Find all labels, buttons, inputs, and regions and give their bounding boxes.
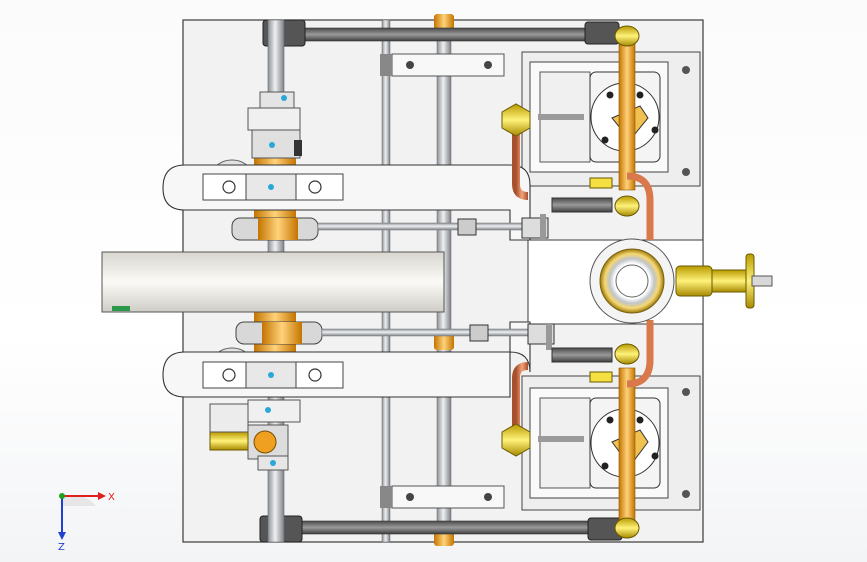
valve-link[interactable] [551, 197, 613, 213]
pipe-nut [501, 423, 531, 457]
lower-hub [253, 430, 277, 454]
bolt-hole [484, 493, 492, 501]
valve-link[interactable] [589, 177, 613, 189]
head-bolt [606, 91, 614, 99]
pipe-fitting [614, 517, 640, 539]
bolt-hole [308, 180, 322, 194]
link-end-block[interactable] [584, 21, 620, 45]
collar-block[interactable] [247, 399, 301, 423]
valve-spindle [538, 114, 584, 120]
z-axis-arrow [58, 532, 66, 540]
eccentric-rod-upper[interactable] [317, 222, 545, 231]
yellow-clamp[interactable] [209, 431, 249, 451]
bolt-hole [222, 368, 236, 382]
flywheel[interactable] [101, 251, 445, 313]
eccentric-lower-brass [262, 322, 302, 344]
bearing-block-cap [380, 54, 392, 76]
throttle-spindle [751, 275, 773, 287]
valve-spindle [538, 436, 584, 442]
valve-link[interactable] [589, 371, 613, 383]
bearing-block-cap [380, 486, 392, 508]
set-screw [268, 372, 274, 378]
flywheel-rim-mark [112, 306, 130, 311]
head-bolt [636, 91, 644, 99]
bolt-head [294, 140, 302, 156]
valve-rod-upper [540, 214, 546, 240]
steam-pipe-bottom[interactable] [618, 367, 636, 537]
x-axis-label: X [108, 492, 115, 503]
set-screw [265, 407, 271, 413]
head-bolt [636, 416, 644, 424]
set-screw [270, 460, 276, 466]
bolt-hole [406, 493, 414, 501]
throttle-stem[interactable] [711, 269, 749, 293]
set-screw [268, 184, 274, 190]
head-bolt [651, 126, 659, 134]
x-axis-arrow [98, 492, 106, 500]
head-bolt [601, 462, 609, 470]
view-orientation-triad[interactable]: X Z [38, 482, 118, 552]
steam-pipe-top[interactable] [618, 29, 636, 191]
eccentric-upper-brass [258, 218, 298, 240]
rod-clevis [469, 324, 489, 342]
y-axis-origin [59, 493, 65, 499]
lower-valve-chest[interactable] [539, 397, 591, 489]
top-link-bar[interactable] [304, 27, 591, 42]
lower-bracket[interactable] [209, 403, 249, 433]
z-axis-label: Z [58, 542, 65, 552]
plate-screw [682, 66, 690, 74]
valve-rod-lower [546, 324, 552, 350]
collar-block[interactable] [251, 129, 301, 159]
pipe-fitting [614, 195, 640, 217]
plate-screw [682, 490, 690, 498]
collar-block[interactable] [259, 91, 295, 109]
set-screw [281, 95, 287, 101]
valve-link[interactable] [551, 347, 613, 363]
throttle-body[interactable] [675, 265, 713, 297]
copper-exhaust-lower[interactable] [512, 362, 529, 442]
rod-clevis [457, 218, 477, 236]
copper-exhaust-upper[interactable] [512, 118, 529, 200]
bottom-link-bar[interactable] [299, 520, 593, 535]
head-bolt [606, 416, 614, 424]
triad-shadow [62, 495, 96, 506]
plate-screw [682, 168, 690, 176]
pipe-fitting [614, 343, 640, 365]
collar-block[interactable] [247, 107, 301, 131]
head-bolt [651, 452, 659, 460]
brass-collar [434, 332, 454, 350]
steam-inlet-bore [615, 264, 649, 298]
head-bolt [601, 136, 609, 144]
bolt-hole [406, 61, 414, 69]
copper-pipe-upper[interactable] [626, 172, 654, 240]
bolt-hole [484, 61, 492, 69]
eccentric-rod-lower[interactable] [321, 328, 549, 337]
bolt-hole [308, 368, 322, 382]
pipe-fitting [614, 25, 640, 47]
brass-collar [434, 14, 454, 30]
copper-pipe-lower[interactable] [626, 320, 654, 388]
plate-screw [682, 388, 690, 396]
set-screw [269, 142, 275, 148]
pipe-nut [501, 103, 531, 137]
bolt-hole [222, 180, 236, 194]
